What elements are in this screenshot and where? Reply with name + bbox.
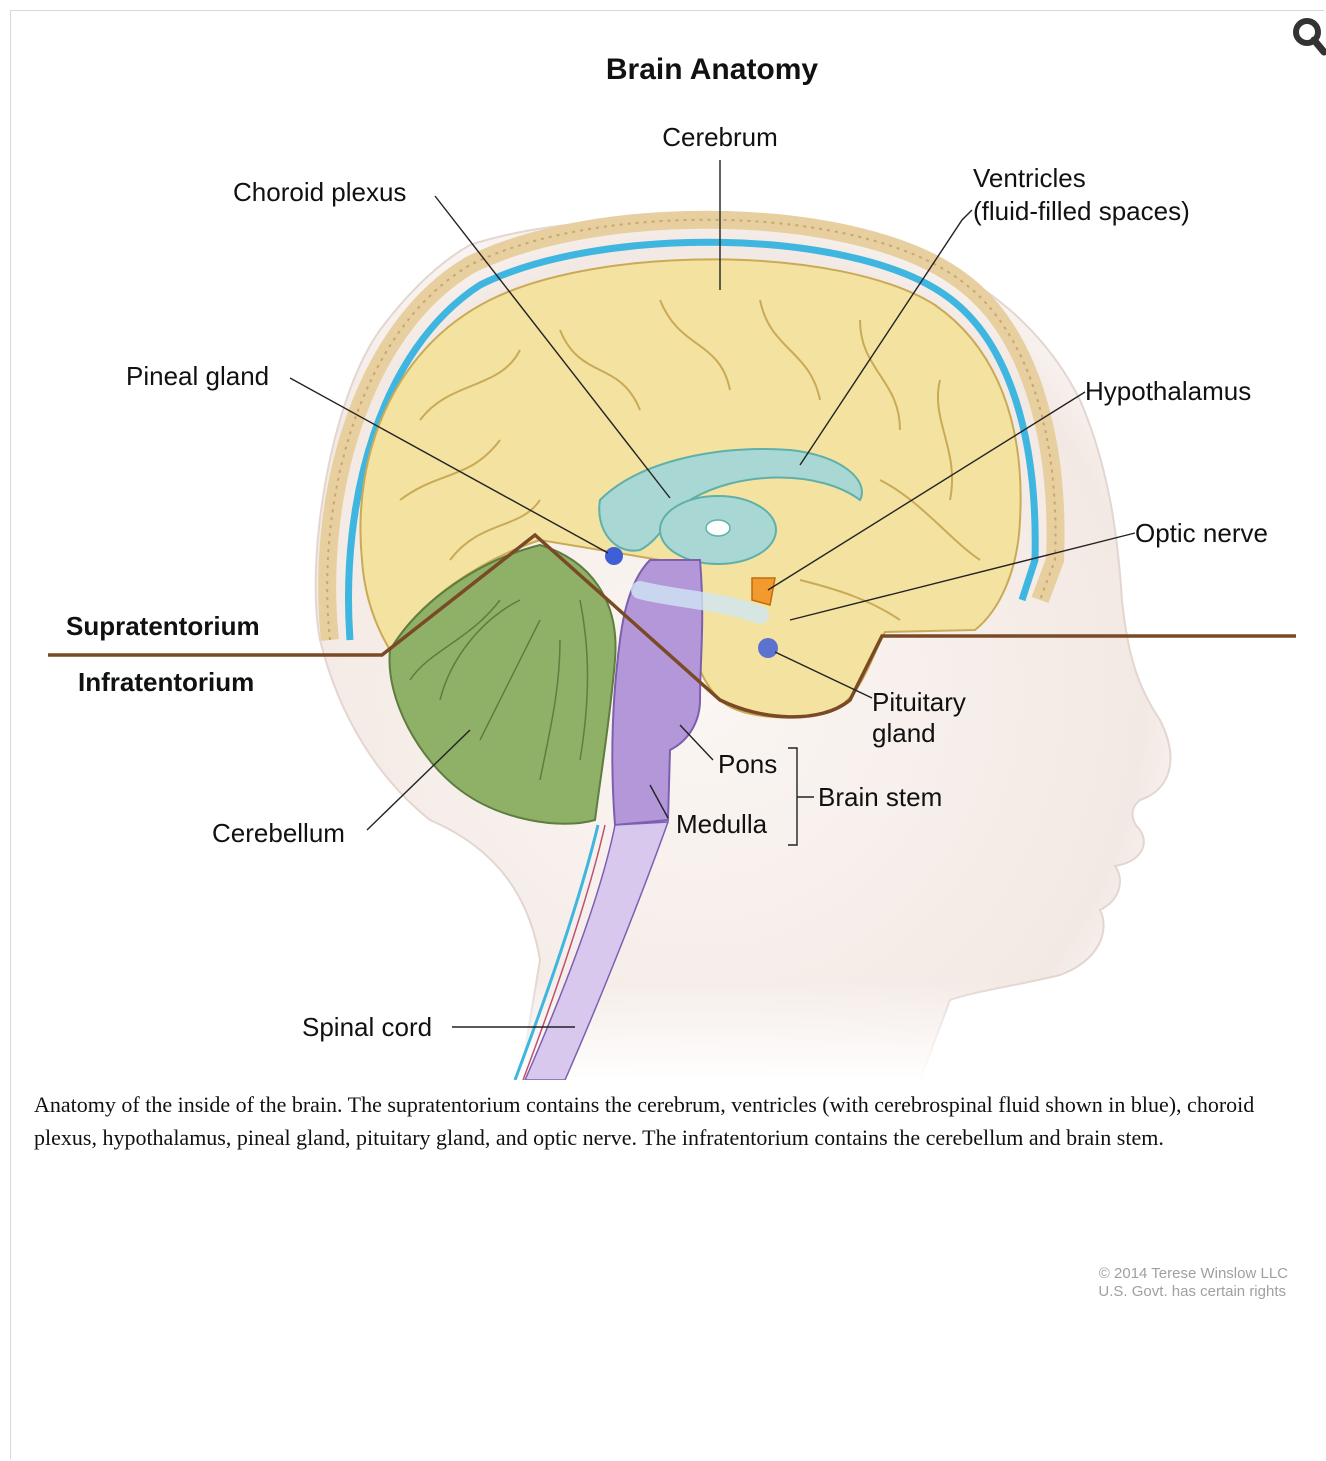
label-hypothalamus: Hypothalamus	[1085, 376, 1251, 406]
label-infratentorium: Infratentorium	[78, 667, 254, 697]
label-pineal-gland: Pineal gland	[126, 361, 269, 391]
credit-text-1: © 2014 Terese Winslow LLC	[1099, 1265, 1288, 1282]
diagram-title: Brain Anatomy	[606, 53, 819, 86]
figure-caption: Anatomy of the inside of the brain. The …	[34, 1088, 1304, 1155]
label-choroid-plexus: Choroid plexus	[233, 177, 406, 207]
label-cerebellum: Cerebellum	[212, 818, 345, 848]
brain-anatomy-illustration: Brain Anatomy Cerebrum Choroid plexus Ve…	[0, 0, 1326, 1080]
credit-text-2: U.S. Govt. has certain rights	[1098, 1283, 1286, 1300]
label-brain-stem: Brain stem	[818, 782, 942, 812]
label-medulla: Medulla	[676, 809, 768, 839]
magnifier-icon[interactable]	[1290, 16, 1326, 61]
label-ventricles-sub: (fluid-filled spaces)	[973, 196, 1190, 226]
label-ventricles: Ventricles	[973, 163, 1086, 193]
pituitary-gland-dot	[758, 638, 778, 658]
label-cerebrum: Cerebrum	[662, 122, 778, 152]
label-supratentorium: Supratentorium	[66, 611, 260, 641]
label-spinal-cord: Spinal cord	[302, 1012, 432, 1042]
credit-block: © 2014 Terese Winslow LLC U.S. Govt. has…	[0, 1260, 1326, 1310]
label-pituitary: Pituitary	[872, 687, 966, 717]
label-pons: Pons	[718, 749, 777, 779]
label-optic-nerve: Optic nerve	[1135, 518, 1268, 548]
pineal-gland-dot	[605, 547, 623, 565]
label-pituitary-sub: gland	[872, 718, 936, 748]
